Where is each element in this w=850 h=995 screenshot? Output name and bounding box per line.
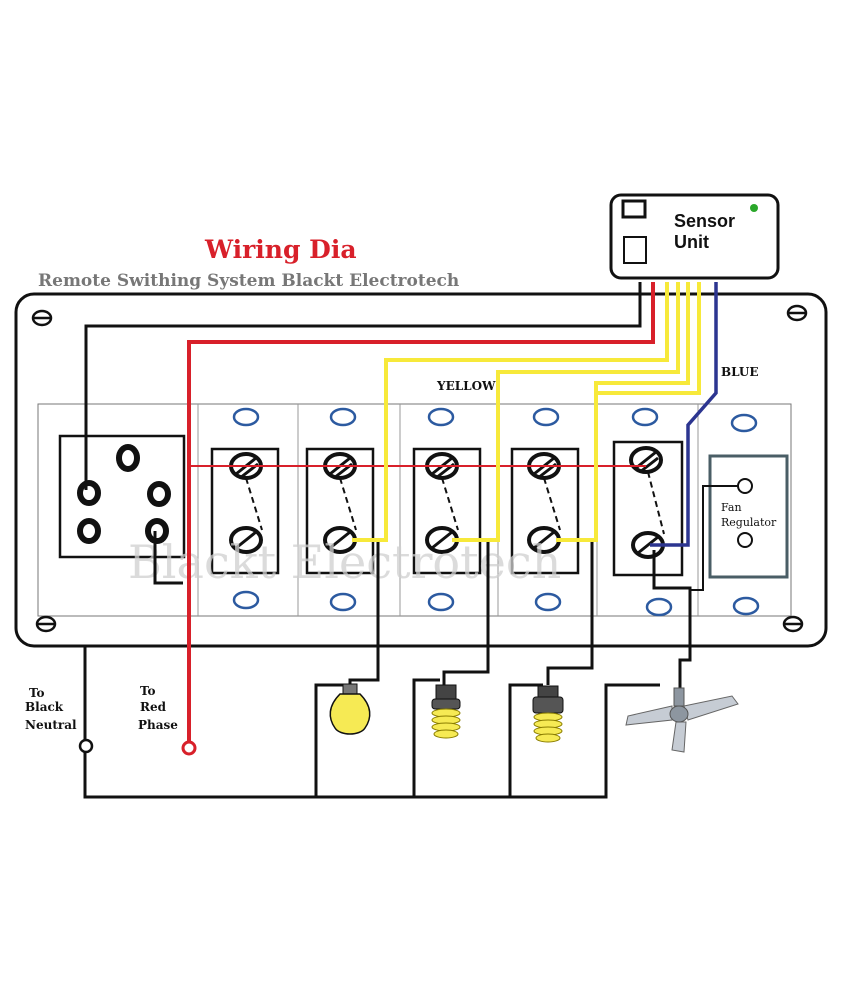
switch-2[interactable]	[305, 447, 375, 575]
fan-regulator-label-line2: Regulator	[721, 516, 777, 529]
blue-wire	[650, 282, 718, 547]
cfl-lamp-icon	[431, 684, 461, 739]
fan-regulator-label-line1: Fan	[721, 501, 742, 514]
neutral-label-line1: To	[29, 686, 45, 700]
power-socket	[58, 434, 186, 559]
switch-4[interactable]	[510, 447, 580, 575]
red-wires	[187, 282, 655, 742]
blue-wire-label: BLUE	[721, 365, 759, 379]
sensor-unit: Sensor Unit	[609, 193, 780, 280]
diagram-title: Wiring Dia	[204, 235, 357, 264]
cfl-lamp-icon	[532, 685, 564, 743]
switch-5[interactable]	[612, 440, 684, 577]
bulb-icon	[329, 683, 371, 735]
yellow-wires	[352, 282, 701, 542]
neutral-label-line3: Neutral	[25, 718, 77, 732]
phase-label-line3: Phase	[138, 718, 178, 732]
ceiling-fan-icon	[625, 687, 739, 753]
mounting-screws	[31, 304, 808, 633]
panel-holes	[232, 407, 760, 617]
sensor-label-line1: Sensor	[674, 211, 735, 231]
neutral-label-line2: Black	[25, 700, 64, 714]
switch-1[interactable]	[210, 447, 280, 575]
regulator-wire	[690, 485, 738, 591]
sensor-label-line2: Unit	[674, 232, 709, 252]
yellow-wire-label: YELLOW	[436, 379, 496, 393]
fan-regulator[interactable]: Fan Regulator	[708, 454, 789, 579]
neutral-terminal[interactable]	[78, 738, 94, 754]
diagram-subtitle: Remote Swithing System Blackt Electrotec…	[38, 271, 459, 291]
phase-terminal[interactable]	[181, 740, 197, 756]
watermark: Blackt Electrotech	[128, 535, 561, 589]
phase-label-line2: Red	[140, 700, 167, 714]
switch-3[interactable]	[412, 447, 482, 575]
phase-label-line1: To	[140, 684, 156, 698]
sensor-led	[750, 204, 758, 212]
